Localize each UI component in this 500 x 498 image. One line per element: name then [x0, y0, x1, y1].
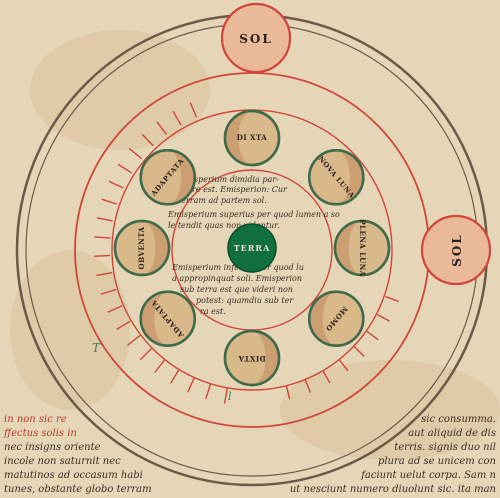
- sun-ray: [94, 254, 111, 257]
- moon-rim: [333, 219, 391, 277]
- moon-phase: PLENA LUNA: [333, 219, 391, 277]
- moon-label: DIXTA: [238, 354, 266, 363]
- sun-ray: [128, 148, 143, 160]
- inner-text-line: Emisperium superius per quod lumen a so: [167, 210, 340, 219]
- page-text-line: matutinos ad occasum habi: [4, 470, 143, 481]
- sun-ray: [304, 379, 312, 393]
- page-text-line: ut nesciunt numero diuolunt sic. ita man: [290, 484, 496, 495]
- sun-ray: [101, 198, 118, 205]
- moon-phase: ADAPTATA: [139, 149, 196, 206]
- inner-text-line: ra est.: [200, 307, 226, 316]
- page-text-line: ffectus solis in: [3, 428, 77, 439]
- sun-ray: [139, 347, 153, 361]
- moon-phase: MOMO: [308, 290, 365, 347]
- moon-rim: [113, 219, 171, 277]
- sun-ray: [96, 271, 113, 277]
- sun-ray: [385, 295, 399, 303]
- page-text-line: tunes, obstante globo terram: [4, 484, 152, 495]
- sun-ray: [141, 133, 154, 147]
- sun-ray: [117, 163, 132, 174]
- moon-rim: [223, 109, 281, 167]
- page-text-line: nec insigns oriente: [4, 442, 101, 453]
- earth-label: TERRA: [234, 243, 271, 253]
- inner-text-line: spere est. Emisperion: Cur: [178, 185, 288, 194]
- moon-rim: [139, 149, 196, 206]
- moon-shadow: [252, 331, 279, 385]
- sun-rays: [94, 102, 399, 404]
- moon-rim: [139, 290, 196, 347]
- earth: TERRA: [227, 223, 277, 273]
- moon-shadow: [336, 150, 364, 205]
- moon-shadow: [335, 221, 362, 275]
- sun-ray: [170, 369, 180, 384]
- stain: [30, 30, 210, 150]
- moon-phase: DI XTA: [223, 109, 281, 167]
- moon-label: OBVENTA: [137, 226, 146, 269]
- sun-right: SOL: [420, 214, 492, 286]
- sun-ray: [96, 217, 113, 222]
- moon-phase: DIXTA: [223, 329, 281, 387]
- sun-ray: [108, 180, 124, 189]
- sun-ray: [172, 110, 182, 126]
- moon-shadow: [142, 221, 169, 275]
- moon-rim: [223, 329, 281, 387]
- sun-ray: [189, 102, 198, 118]
- sun-ray: [127, 334, 141, 346]
- sun-top-label: SOL: [239, 32, 273, 46]
- moon-phase: OBVENTA: [113, 219, 171, 277]
- inner-text-line: a appropinquat soli. Emisperion: [172, 274, 302, 283]
- margin-mark: l: [228, 390, 232, 403]
- inner-text-line: Emisperium dimidia par-: [177, 175, 279, 184]
- sun-top: SOL: [220, 2, 292, 74]
- page-text-right: sic consumma. aut aliquid de dis terris. s…: [290, 414, 496, 495]
- page-text-line: aut aliquid de dis: [408, 428, 496, 439]
- sun-ray: [187, 377, 195, 393]
- sun-right-disc: [420, 214, 492, 286]
- inner-text-line: sub terra est que videri non: [180, 285, 293, 294]
- page-text-line: in non sic re: [4, 414, 67, 425]
- sun-ray: [107, 305, 123, 313]
- sun-ray: [322, 370, 331, 384]
- sun-ray: [338, 359, 349, 372]
- moon-phases: DI XTA NOVA LUNA PLENA LUNA DIXTA MOMO ADAPTA…: [113, 109, 391, 387]
- moon-phase: ADAPTATA: [139, 290, 196, 347]
- page-text-line: plura ad se unicem con: [378, 456, 496, 467]
- moon-shadow: [309, 291, 337, 346]
- sun-ray: [116, 320, 131, 330]
- moon-shadow: [225, 111, 252, 165]
- moon-shadow: [167, 150, 195, 205]
- sun-right-label: SOL: [450, 233, 464, 267]
- moon-phase: NOVA LUNA: [308, 149, 365, 206]
- sun-ray: [285, 385, 291, 400]
- sun-ray: [156, 121, 168, 136]
- sun-ray: [366, 330, 379, 341]
- page-text-left: in non sic re ffectus solis in nec insigns…: [3, 414, 152, 495]
- moon-rim: [308, 290, 365, 347]
- earth-disc: [227, 223, 277, 273]
- moon-label: DI XTA: [237, 133, 268, 142]
- inner-text-line: potest: quamdiu sub ter: [196, 296, 294, 305]
- sun-ray: [223, 387, 229, 404]
- inner-text-line: terram ad partem sol.: [178, 196, 267, 205]
- sun-ray: [94, 236, 111, 239]
- page-text-line: faciunt uelut corpa. Sam n: [360, 470, 496, 481]
- page-text-line: sic consumma.: [421, 414, 496, 425]
- sun-ray: [377, 314, 391, 322]
- inner-text-line: le tendit quas non videntur.: [168, 221, 280, 230]
- page-text-line: incole non saturnit nec: [4, 456, 121, 467]
- page-text-line: terris. signis duo nil: [394, 442, 496, 453]
- moon-shadow: [140, 291, 168, 346]
- sun-ray: [205, 383, 212, 400]
- moon-rim: [308, 149, 365, 206]
- sun-ray: [100, 288, 117, 295]
- stain: [10, 250, 130, 410]
- sun-top-disc: [220, 2, 292, 74]
- sun-ray: [154, 359, 166, 373]
- margin-mark: T: [92, 341, 101, 355]
- sun-ray: [353, 346, 365, 357]
- moon-label: PLENA LUNA: [358, 219, 367, 276]
